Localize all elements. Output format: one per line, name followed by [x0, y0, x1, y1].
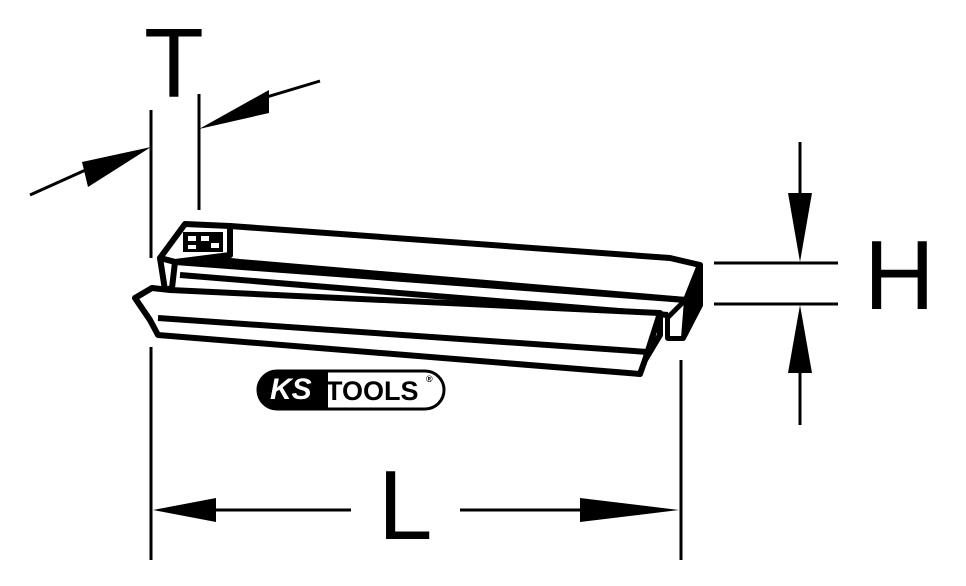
logo-ks-text: KS [270, 373, 312, 406]
thickness-label: T [144, 8, 204, 118]
height-label: H [864, 220, 935, 330]
thickness-dimension [29, 79, 321, 258]
logo-badge-shape [256, 369, 446, 411]
logo-tools-text: TOOLS [326, 376, 419, 406]
height-dimension [714, 142, 838, 425]
tool-body [132, 221, 703, 377]
length-label: L [378, 450, 433, 560]
logo-registered-mark: ® [426, 374, 433, 384]
ks-tools-logo: KS TOOLS ® [256, 369, 446, 411]
length-dimension [149, 347, 683, 560]
